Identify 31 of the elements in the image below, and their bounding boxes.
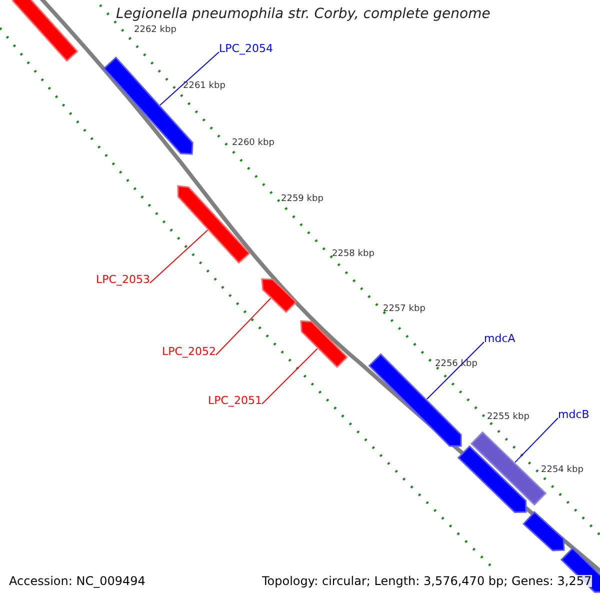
tick-label: 2258 kbp [332,250,374,259]
gene-label: LPC_2051 [208,395,262,406]
gene-label: mdcB [558,409,590,420]
genome-summary: Topology: circular; Length: 3,576,470 bp; Genes: 3,257 [262,575,592,587]
tick-label: 2261 kbp [183,82,226,91]
gene-feature [368,353,462,447]
gene-feature [457,445,527,513]
tick-label: 2254 kbp [541,466,584,475]
leader-line [215,298,272,356]
gene-feature [12,0,78,62]
tick-label: 2260 kbp [232,139,274,148]
gene-label: mdcA [484,333,516,344]
gene-feature [261,278,297,314]
gene-feature [522,511,565,552]
tick-label: 2257 kbp [383,305,426,314]
gene-label: LPC_2052 [162,346,216,357]
leader-line [160,52,220,106]
tick-label: 2262 kbp [134,26,176,35]
leader-line [261,348,318,404]
tick-label: 2255 kbp [487,413,530,422]
leader-line [426,342,484,400]
leader-line [514,418,558,463]
tick-label: 2256 kbp [435,360,478,369]
accession-text: Accession: NC_009494 [9,575,146,587]
gene-feature [300,320,348,368]
title: Legionella pneumophila str. Corby, complete genome [116,7,490,21]
gene-feature [177,185,250,264]
leader-line [149,230,208,284]
tick-label: 2259 kbp [281,195,324,204]
gene-label: LPC_2054 [219,43,273,54]
gene-label: LPC_2053 [96,274,150,285]
